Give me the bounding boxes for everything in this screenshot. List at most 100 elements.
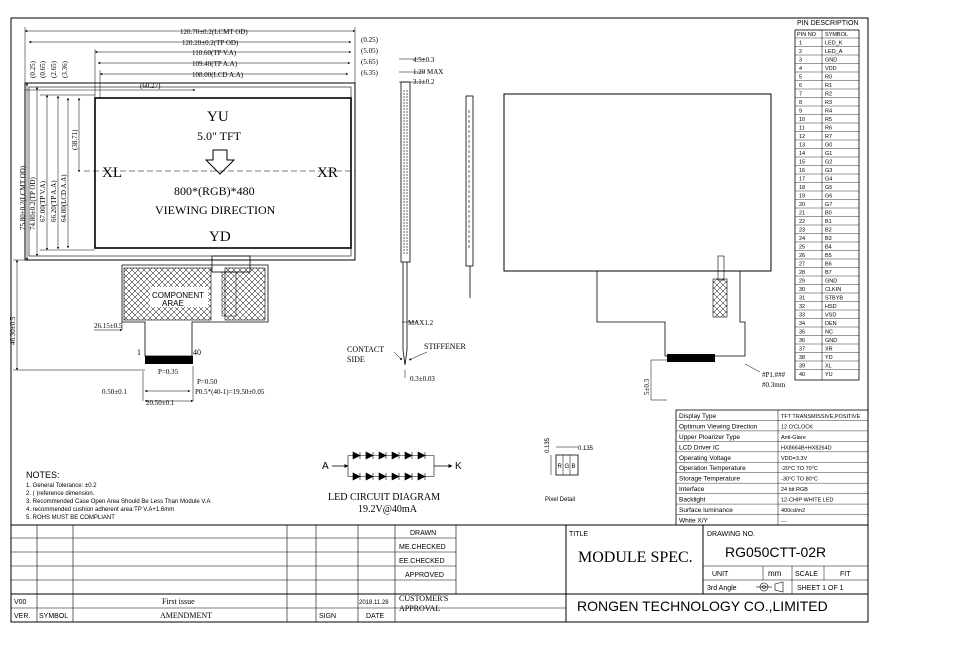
tb-angle: 3rd Angle (707, 585, 737, 592)
spec-row-label: Storage Temperature (679, 476, 740, 483)
pin-row-symbol: GND (825, 58, 837, 64)
led-diode-icon (378, 451, 387, 460)
tb-customer-approval-1: CUSTOMER'S (399, 594, 448, 603)
fpc-pin-last: 40 (193, 348, 201, 357)
component-area-label-1: COMPONENT (152, 291, 204, 300)
pin-row-number: 35 (799, 330, 805, 336)
viewing-arrow-icon (204, 149, 236, 175)
pixel-detail: R G B 0.135 0.135 Pixel Detail (545, 437, 594, 503)
rear-view: 5±0.3 #P1.### #0.3mm (503, 93, 786, 401)
lcd-active-area (94, 97, 352, 249)
dim-right-2: (5.65) (361, 58, 379, 66)
fpc-pin-first: 1 (137, 348, 141, 357)
tb-unit-label: UNIT (712, 571, 729, 578)
dim-v-top-3: (3.36) (61, 60, 69, 78)
dim-60-27: (60.27) (140, 82, 161, 90)
dim-pitch: P0.5*(40-1)=19.50±0.05 (195, 388, 265, 396)
spec-row-label: White X/Y (679, 518, 709, 525)
tb-h-amendment: AMENDMENT (160, 611, 212, 620)
tb-sheet: SHEET 1 OF 1 (797, 585, 844, 592)
spec-row-value: --- (781, 519, 787, 525)
spec-row-label: Surface luminance (679, 507, 733, 514)
led-diode-icon (417, 472, 426, 481)
dim-tp-od: 120.20±0.2(TP OD) (182, 39, 239, 47)
led-diode-icon (404, 451, 413, 460)
pin-row-symbol: B2 (825, 228, 832, 234)
led-circuit-title: LED CIRCUIT DIAGRAM (328, 492, 440, 503)
led-diode-icon (365, 451, 374, 460)
tb-h-sign: SIGN (319, 613, 336, 620)
led-circuit: A K LED CIRCUIT DIAGRAM 19.2V@40mA (322, 451, 462, 515)
pin-row-symbol: XL (825, 364, 832, 370)
dim-3-1: 3.1±0.2 (413, 78, 435, 86)
pin-row-symbol: R6 (825, 126, 832, 132)
pin-row-number: 33 (799, 313, 805, 319)
component-area-label-2: ARAE (162, 299, 184, 308)
dim-v-top-0: (0.25) (29, 60, 37, 78)
tb-title: MODULE SPEC. (578, 549, 693, 566)
pin-row-number: 40 (799, 372, 805, 378)
pin-row-number: 12 (799, 134, 805, 140)
fpc-gold-fingers (145, 356, 193, 364)
pin-row-number: 36 (799, 338, 805, 344)
spec-row-label: Backlight (679, 497, 706, 504)
dim-1-20-max: 1.20 MAX (413, 68, 443, 76)
pin-row-symbol: DEN (825, 321, 837, 327)
pin-row-number: 2 (799, 49, 802, 55)
led-cathode: K (455, 461, 462, 472)
notes: NOTES: 1. General Tolerance: ±0.2 2. ( )… (26, 470, 210, 521)
tb-h-symbol: SYMBOL (39, 613, 68, 620)
pin-row-symbol: LED_K (825, 41, 843, 47)
pin-row-number: 23 (799, 228, 805, 234)
spec-row-label: Optimum Viewing Direction (679, 423, 758, 430)
pin-row-number: 7 (799, 92, 802, 98)
dim-v-tp-aa: 66.20(TP A.A) (50, 180, 58, 222)
pin-row-number: 4 (799, 66, 802, 72)
dim-v-lcmt: 75.80±0.2(LCMT OD) (19, 165, 27, 230)
dim-p-035: P=0.35 (158, 368, 179, 376)
tb-title-label: TITLE (569, 531, 588, 538)
spec-row-label: Operation Temperature (679, 465, 746, 472)
tb-company: RONGEN TECHNOLOGY CO.,LIMITED (577, 598, 828, 614)
title-block-text: DRAWN ME.CHECKED EE.CHECKED APPROVED TIT… (14, 530, 851, 620)
tb-drawn: DRAWN (410, 530, 436, 537)
tb-me-checked: ME.CHECKED (399, 544, 446, 551)
pin-row-number: 16 (799, 168, 805, 174)
note-2: 2. ( )reference dimension. (26, 491, 95, 497)
contact-side-label-2: SIDE (347, 355, 365, 364)
stiffener-label: STIFFENER (424, 342, 466, 351)
pin-row-symbol: HSD (825, 304, 837, 310)
pin-note-1: #P1.### (762, 371, 786, 379)
spec-row-value: 24 bit RGB (781, 487, 808, 493)
pin-row-number: 13 (799, 143, 805, 149)
pin-row-symbol: G2 (825, 160, 832, 166)
pin-row-symbol: B4 (825, 245, 832, 251)
led-anode: A (322, 461, 329, 472)
pixel-dim-top: 0.135 (578, 446, 594, 452)
led-diode-icon (365, 472, 374, 481)
dim-0-3: 0.3±0.03 (410, 375, 435, 383)
pin-row-symbol: LED_A (825, 49, 843, 55)
pixel-detail-label: Pixel Detail (545, 497, 575, 503)
pin-row-symbol: B1 (825, 219, 832, 225)
dim-right-0: (0.25) (361, 36, 379, 44)
dim-lcmt-od: 120.70±0.2(LCMT OD) (180, 28, 248, 36)
spec-row-value: 400cd/m2 (781, 508, 805, 514)
spec-row-value: -20°C TO 70°C (781, 466, 818, 472)
pin-row-number: 28 (799, 270, 805, 276)
dim-v-tp-od: 74.80±0.2(TP OD) (29, 177, 37, 230)
side-view: 4.5±0.3 1.20 MAX 3.1±0.2 MAX1.2 CONTACT … (347, 56, 474, 383)
pixel-b: B (572, 464, 576, 470)
tb-approved: APPROVED (405, 572, 444, 579)
spec-row-label: Upper Ploarizer Type (679, 434, 740, 441)
pin-row-number: 38 (799, 355, 805, 361)
spec-row-label: Display Type (679, 413, 716, 420)
title-block (11, 524, 868, 622)
third-angle-projection-icon (756, 581, 784, 593)
note-5: 5. ROHS MUST BE COMPLIANT (26, 515, 115, 521)
pin-row-number: 31 (799, 296, 805, 302)
spec-row-label: LCD Driver IC (679, 444, 720, 451)
spec-row-value: VDD=3.3V (781, 456, 807, 462)
pin-row-number: 1 (799, 41, 802, 47)
pin-row-number: 5 (799, 75, 802, 81)
